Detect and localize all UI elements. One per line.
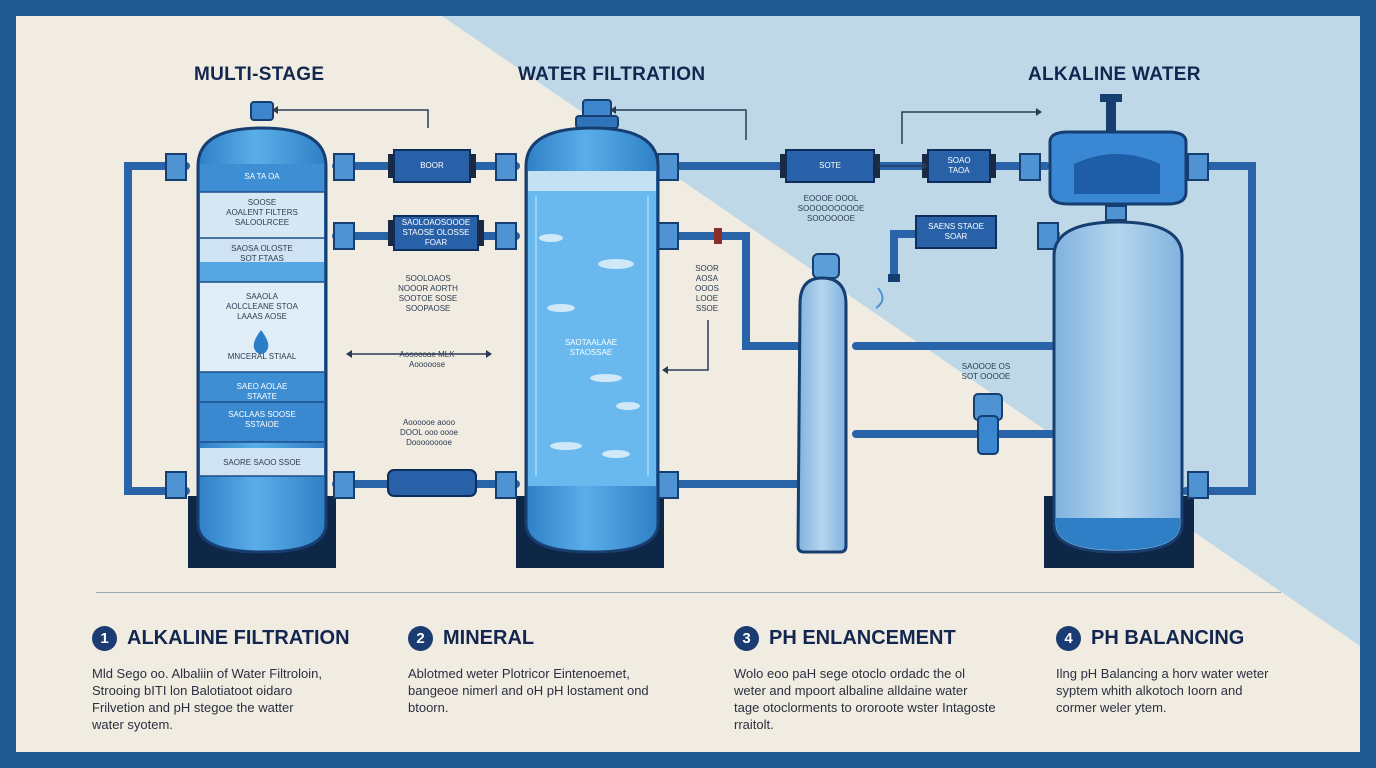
step-3-description: Wolo eoo paH sege otoclo ordadc the ol w… [734, 666, 996, 732]
heading-water-filtration: WATER FILTRATION [518, 64, 706, 85]
tank-2-water-filtration [524, 99, 660, 554]
annotation-5: EOOOE OOOL SOOOOOOOOOE SOOOOOOE [797, 194, 865, 223]
step-2-title: MINERAL [443, 627, 535, 649]
step-4-description: Ilng pH Balancing a horv water weter syp… [1056, 666, 1269, 715]
arrow-center-right [668, 320, 709, 371]
tank-3-ph-enhancement [796, 253, 848, 554]
water-drop-icon [253, 330, 269, 354]
pipe-couplers [165, 153, 1209, 499]
step-2: 2 MINERAL Ablotmed weter Plotricor Einte… [408, 626, 708, 716]
module-label-4: SOAO TAOA [947, 156, 971, 175]
flow-arrows [278, 109, 1036, 371]
step-4-number: 4 [1056, 626, 1081, 651]
module-label-1: BOOR [420, 161, 444, 170]
section-divider [96, 592, 1281, 593]
infographic: MULTI-STAGE WATER FILTRATION ALKALINE WA… [16, 16, 1360, 752]
annotation-2: Aoooooae MLK Aooooose [399, 350, 455, 369]
step-2-description: Ablotmed weter Plotricor Eintenoemet, ba… [408, 666, 649, 715]
faucet-icon [875, 274, 900, 309]
heading-alkaline-water: ALKALINE WATER [1028, 64, 1201, 85]
tank-label-9: SAOTAALAAE STAOSSAE [564, 338, 618, 357]
annotation-1: SOOLOAOS NOOOR AORTH SOOTOE SOSE SOOPAOS… [398, 274, 458, 313]
module-boxes [387, 149, 997, 497]
arrow-top-left [278, 109, 429, 128]
step-1-title: ALKALINE FILTRATION [127, 627, 350, 649]
arrow-top-right [901, 111, 1036, 144]
module-label-3: SOTE [819, 161, 841, 170]
module-6 [387, 469, 477, 497]
tank-label-4: SAAOLA AOLCLEANE STOA LAAAS AOSE [226, 292, 298, 321]
module-label-2: SAOLOAOSOOOE STAOSE OLOSSE FOAR [401, 218, 471, 247]
module-label-5: SAENS STAOE SOAR [928, 222, 984, 241]
tank-label-6: SAEO AOLAE STAATE [236, 382, 288, 401]
annotation-4: SOOR AOSA OOOS LOOE SSOE [694, 264, 719, 313]
step-3-title: PH ENLANCEMENT [769, 627, 956, 649]
tank-label-3: SAOSA OLOSTE SOT FTAAS [231, 244, 293, 263]
tank-label-7: SACLAAS SOOSE SSTAIOE [228, 410, 296, 429]
tank-1-multi-stage-filter [196, 101, 328, 554]
tank-label-8: SAORE SAOO SSOE [223, 458, 301, 467]
arrow-top-center [616, 109, 747, 140]
filtration-diagram [124, 16, 1360, 646]
module-5 [915, 215, 997, 249]
annotation-6: SAOOOE OS SOT OOOOE [961, 362, 1011, 381]
red-valve [714, 228, 722, 244]
step-2-number: 2 [408, 626, 433, 651]
step-3-number: 3 [734, 626, 759, 651]
step-3: 3 PH ENLANCEMENT Wolo eoo paH sege otocl… [734, 626, 1034, 733]
arrowheads [272, 106, 1042, 374]
tank-4-alkaline-water [1048, 94, 1188, 554]
step-1-description: Mld Sego oo. Albaliin of Water Filtroloi… [92, 666, 323, 732]
tank-label-2: SOOSE AOALENT FILTERS SALOOLRCEE [226, 198, 298, 227]
tank-label-5: MNCERAL STIAAL [227, 352, 297, 361]
step-1: 1 ALKALINE FILTRATION Mld Sego oo. Albal… [92, 626, 392, 733]
step-4-title: PH BALANCING [1091, 627, 1245, 649]
heading-multi-stage: MULTI-STAGE [194, 64, 325, 85]
valve-icon [973, 393, 1003, 455]
step-1-number: 1 [92, 626, 117, 651]
annotation-3: Aoooooe aooo DOOL ooo oooe Dooooooooe [400, 418, 458, 447]
step-4: 4 PH BALANCING Ilng pH Balancing a horv … [1056, 626, 1356, 716]
tank-label-1: SA TA OA [244, 172, 280, 181]
